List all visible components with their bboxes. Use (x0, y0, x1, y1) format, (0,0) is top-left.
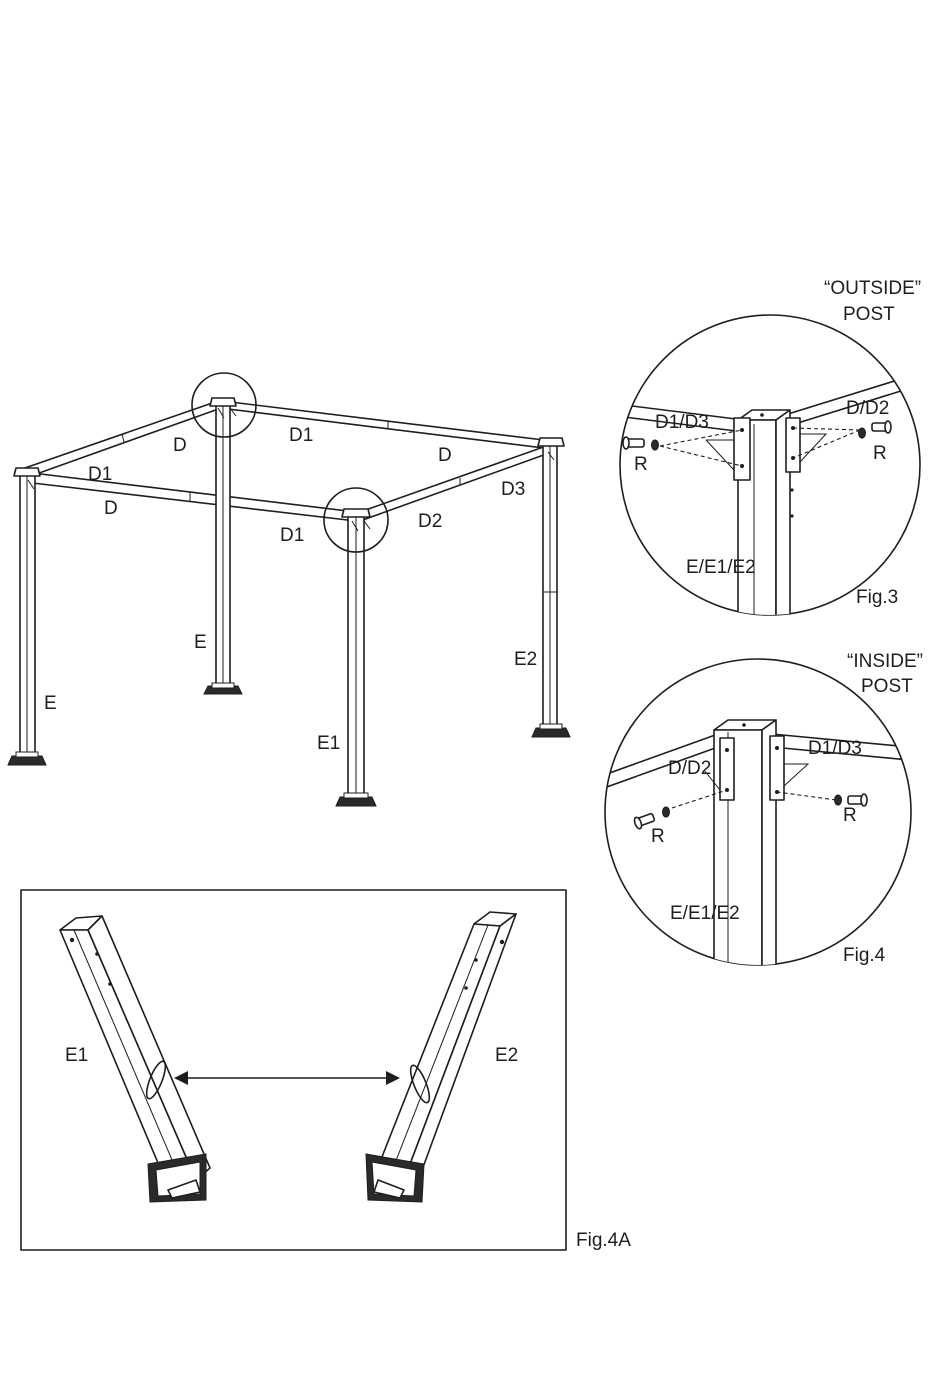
post-front (336, 509, 376, 806)
fig3-title-line2: POST (843, 304, 895, 325)
fig4-bolt-left: R (651, 826, 665, 847)
fig3-title-line1: “OUTSIDE” (824, 278, 921, 299)
fig4-beam-left: D/D2 (668, 758, 711, 779)
fig3-post-label: E/E1/E2 (686, 557, 756, 578)
fig3-bolt-right: R (873, 443, 887, 464)
fig3-outside-post: “OUTSIDE” POST D1/D3 D/D2 R R E/E1/E2 Fi… (600, 278, 930, 640)
label-d2: D2 (418, 511, 442, 532)
fig3-caption: Fig.3 (856, 587, 898, 608)
label-d1-left: D1 (88, 464, 112, 485)
label-d-back-left: D (173, 435, 187, 456)
fig4-bolt-right: R (843, 805, 857, 826)
fig4a-double-arrow (174, 1071, 400, 1085)
label-d1-back: D1 (289, 425, 313, 446)
post-front-left (8, 468, 46, 765)
label-d-front-left: D (104, 498, 118, 519)
fig4a-post-e2 (366, 912, 516, 1202)
label-e-back: E (194, 632, 207, 653)
fig4-caption: Fig.4 (843, 945, 886, 966)
fig4-post-label: E/E1/E2 (670, 903, 740, 924)
fig4a-box: E1 E2 (21, 890, 566, 1250)
fig4a-caption: Fig.4A (576, 1230, 631, 1251)
fig3-beam-right: D/D2 (846, 398, 889, 419)
post-right (532, 438, 570, 737)
fig4a-label-e1: E1 (65, 1045, 88, 1066)
label-d-right: D (438, 445, 452, 466)
gazebo-frame: D D1 D D1 D D1 D2 D3 E E E1 E2 (8, 373, 570, 806)
label-d3: D3 (501, 479, 525, 500)
beam-front (24, 472, 356, 521)
fig4-title-line1: “INSIDE” (847, 651, 923, 672)
label-e1: E1 (317, 733, 340, 754)
label-e2: E2 (514, 649, 537, 670)
fig4a-label-e2: E2 (495, 1045, 518, 1066)
fig4-inside-post: “INSIDE” POST D/D2 D1/D3 R R E/E1/E2 Fig… (590, 651, 923, 970)
post-back (204, 398, 242, 694)
label-e-front-left: E (44, 693, 57, 714)
fig3-bolt-left: R (634, 454, 648, 475)
fig4-title-line2: POST (861, 676, 913, 697)
beam-back-left (22, 401, 224, 477)
fig4-beam-right: D1/D3 (808, 738, 862, 759)
fig3-beam-left: D1/D3 (655, 412, 709, 433)
beam-back (222, 401, 552, 449)
label-d1-front: D1 (280, 525, 304, 546)
